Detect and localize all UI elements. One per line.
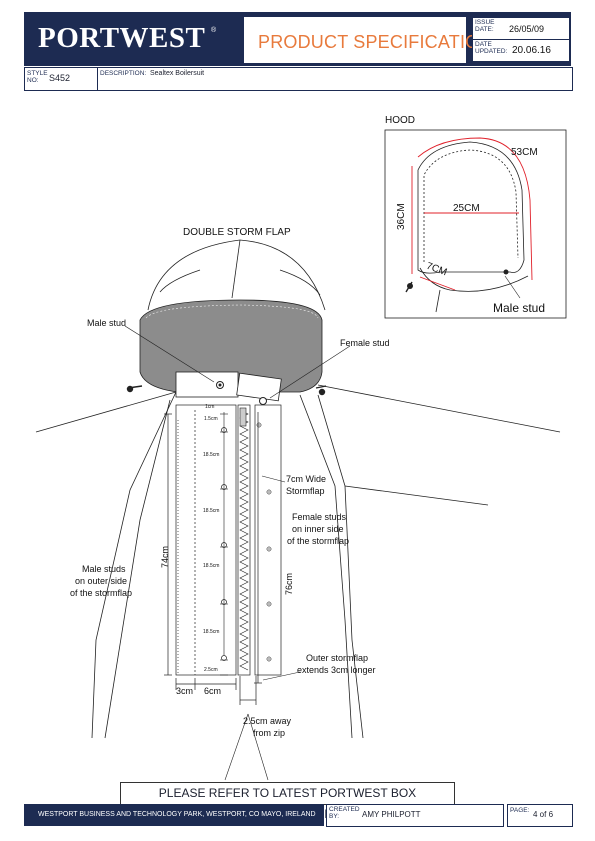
double-storm-flap-label: DOUBLE STORM FLAP (183, 227, 291, 238)
outer-flap-label-2: extends 3cm longer (297, 665, 376, 675)
collar-tab-right (236, 372, 282, 402)
hood-25-label: 25CM (453, 203, 480, 214)
stormflap-width-label-1: 7cm Wide (286, 474, 327, 484)
updated-date-box (472, 39, 570, 62)
brand-logo: PORTWEST (38, 22, 206, 54)
issue-date-value: 26/05/09 (509, 24, 545, 34)
female-studs-label-2: on inner side (292, 524, 344, 534)
style-label-2: NO: (27, 77, 39, 84)
spacing-185-label-3: 18.5cm (203, 563, 220, 569)
created-label-2: BY: (329, 813, 340, 820)
female-stud-label: Female stud (340, 338, 390, 348)
hood-male-stud-label: Male stud (493, 301, 546, 315)
spacing-185-label-1: 18.5cm (203, 452, 220, 458)
outer-flap-label-1: Outer stormflap (306, 653, 369, 663)
hood-detail-outline (417, 141, 525, 274)
male-stud-label: Male stud (87, 318, 127, 328)
female-studs-label-3: of the stormflap (287, 536, 350, 546)
created-by-box (326, 804, 504, 827)
updated-date-label-2: UPDATED: (475, 48, 508, 55)
page-box (507, 804, 573, 827)
hood-53-dim (417, 137, 533, 281)
created-label-1: CREATED (329, 806, 360, 813)
left-body-outline (91, 391, 177, 739)
page-value: 4 of 6 (533, 810, 554, 819)
female-studs-label-1: Female studs (292, 512, 347, 522)
zip-puller (239, 407, 247, 427)
created-by-value: AMY PHILPOTT (362, 810, 421, 819)
length-74-label: 74cm (160, 545, 170, 568)
zip-teeth (239, 409, 249, 671)
document-title: PRODUCT SPECIFICATION (258, 32, 493, 52)
hood-detail-box (384, 129, 567, 319)
length-76-label: 76cm (284, 572, 294, 595)
zip-tape (237, 404, 251, 676)
width-3-label: 3cm (176, 686, 194, 696)
right-inner-outline (299, 394, 353, 739)
hood-7-dim (419, 276, 456, 291)
spacing-15-label: 1.5cm (204, 416, 218, 422)
spacing-25-label: 2.5cm (204, 667, 218, 673)
style-box (24, 67, 98, 91)
issue-date-label-2: DATE: (475, 26, 494, 33)
title-box (244, 17, 466, 63)
spacing-top-label: 1cm (205, 404, 215, 410)
hood-title: HOOD (385, 115, 415, 126)
refer-notice: PLEASE REFER TO LATEST PORTWEST BOX SPEC… (120, 782, 455, 821)
style-label-1: STYLE (27, 70, 48, 77)
left-inner-outline (104, 399, 171, 739)
right-shoulder-line (317, 384, 561, 433)
right-stormflap (254, 404, 282, 676)
hood-53-label: 53CM (511, 147, 538, 158)
spacing-185-label-2: 18.5cm (203, 508, 220, 514)
description-box (97, 67, 573, 91)
away-from-zip-label-2: from zip (253, 728, 286, 738)
description-value: Sealtex Boilersuit (150, 70, 205, 77)
updated-date-value: 20.06.16 (512, 45, 551, 56)
male-studs-label-1: Male studs (82, 564, 126, 574)
footer-bar (24, 804, 324, 826)
stormflap-width-label-2: Stormflap (286, 486, 325, 496)
updated-date-label-1: DATE (475, 41, 492, 48)
registered-mark: ® (211, 27, 217, 34)
collar-tab-left (175, 371, 239, 398)
main-hood-seam (231, 239, 241, 299)
right-body-outline (317, 394, 364, 739)
left-shoulder-line (35, 391, 177, 433)
collar-female-stud (259, 397, 267, 405)
male-studs-label-3: of the stormflap (70, 588, 133, 598)
width-6-label: 6cm (204, 686, 222, 696)
spacing-185-label-4: 18.5cm (203, 629, 220, 635)
issue-date-label-1: ISSUE (475, 19, 495, 26)
collar-band (139, 299, 323, 393)
away-from-zip-label-1: 2.5cm away (243, 716, 292, 726)
left-stormflap (175, 404, 237, 676)
male-studs-label-2: on outer side (75, 576, 128, 586)
footer-address: WESTPORT BUSINESS AND TECHNOLOGY PARK, W… (38, 811, 316, 818)
right-sleeve-line (344, 485, 489, 506)
page-label: PAGE: (510, 807, 530, 814)
main-hood-outline (147, 239, 326, 311)
style-value: S452 (49, 73, 71, 83)
hood-36-label: 36CM (396, 203, 407, 230)
description-label: DESCRIPTION: (100, 70, 147, 77)
